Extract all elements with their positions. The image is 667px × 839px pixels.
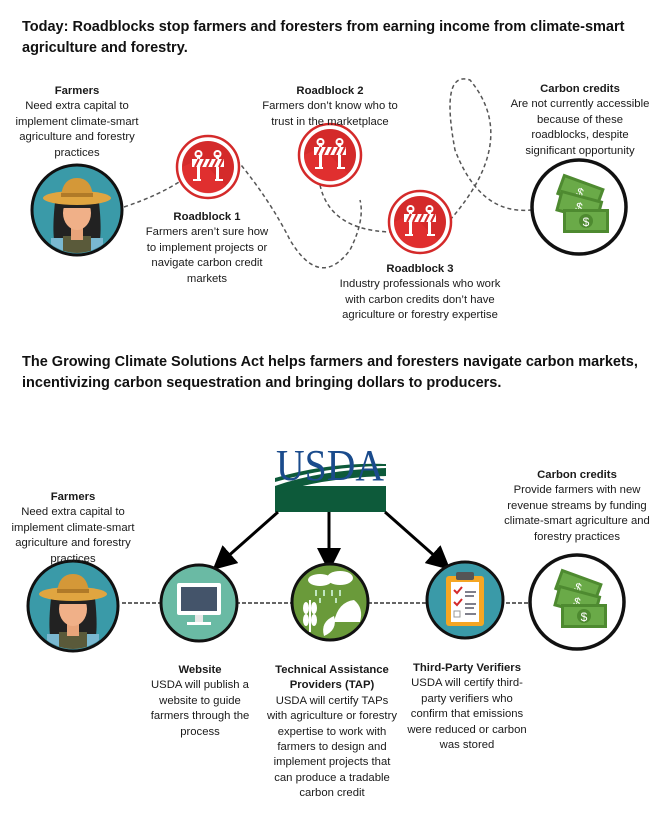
act-tap: Technical Assistance Providers (TAP)USDA… xyxy=(267,664,397,800)
arrow-to-verifiers xyxy=(384,510,451,570)
money-icon-2 xyxy=(528,553,626,651)
farmer-icon xyxy=(32,165,122,258)
act-title: The Growing Climate Solutions Act helps … xyxy=(22,354,638,391)
agriculture-icon xyxy=(290,562,370,642)
arrow-to-website xyxy=(212,510,279,570)
today-title: Today: Roadblocks stop farmers and fores… xyxy=(22,19,625,56)
roadblock-1-icon xyxy=(175,134,241,200)
roadblock-3-icon xyxy=(387,189,453,255)
usda-logo: USDA xyxy=(275,441,386,512)
website-icon xyxy=(159,563,239,643)
roadblock-2-icon xyxy=(297,122,363,188)
farmer-icon-2 xyxy=(28,561,118,654)
money-icon xyxy=(530,158,628,256)
svg-text:USDA: USDA xyxy=(276,441,384,490)
checklist-icon xyxy=(425,560,505,640)
